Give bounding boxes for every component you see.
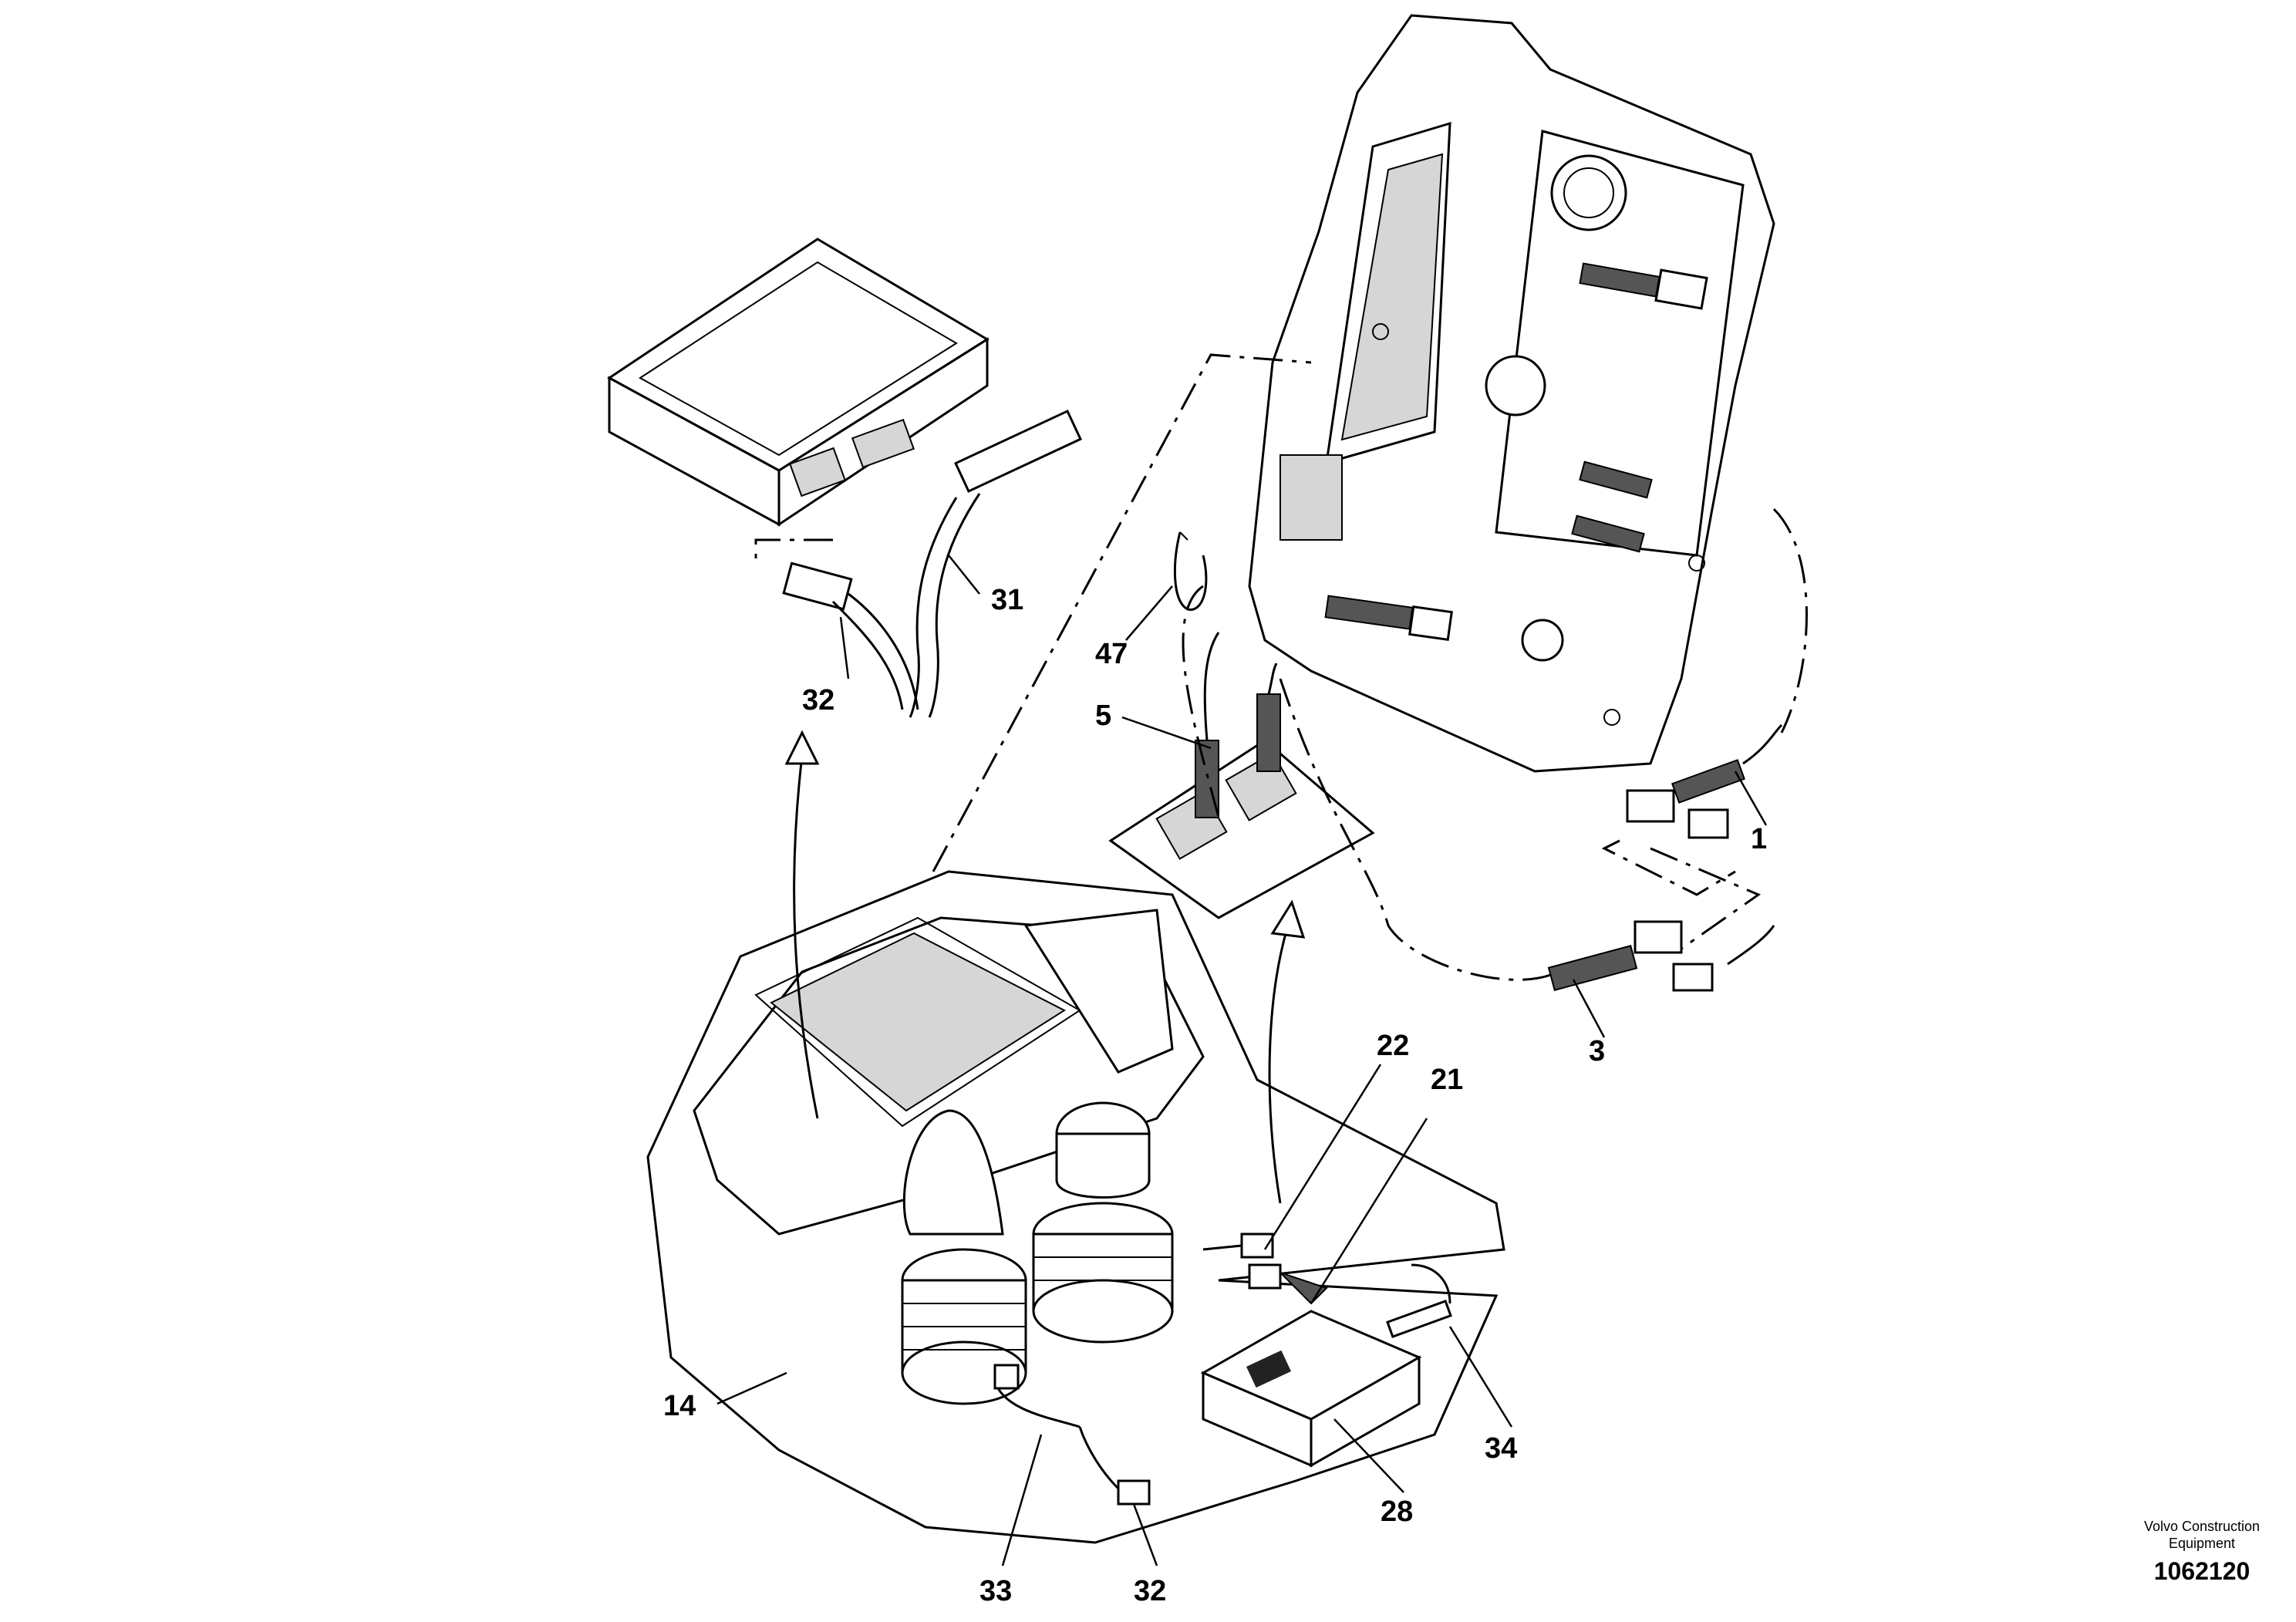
callout-32-upper: 32 [802, 684, 834, 717]
display-monitor-unit [607, 238, 990, 527]
credit-line-2: Equipment [2169, 1536, 2235, 1551]
panel-harness-connector-lower [1324, 595, 1453, 641]
callout-5: 5 [1095, 700, 1111, 732]
callout-28: 28 [1381, 1496, 1413, 1528]
connector-plate-5 [1108, 632, 1375, 919]
callout-32-lower: 32 [1134, 1575, 1166, 1607]
wiring-harness-31 [909, 410, 1082, 718]
callout-33: 33 [979, 1575, 1012, 1607]
callout-3: 3 [1589, 1035, 1605, 1067]
callout-1: 1 [1751, 823, 1767, 855]
routing-lines [754, 353, 1808, 981]
wiring-harness-32-lower [1078, 1426, 1151, 1506]
joystick-left [901, 1109, 1027, 1405]
wiring-harness-33 [993, 1364, 1081, 1428]
document-number: 1062120 [2154, 1557, 2250, 1585]
leader-lines [716, 555, 1768, 1566]
callout-34: 34 [1485, 1432, 1517, 1465]
connector-1 [1626, 723, 1783, 839]
wiring-harness-32-upper [782, 561, 919, 710]
connector-3 [1547, 920, 1775, 992]
callout-22: 22 [1377, 1030, 1409, 1062]
joystick-right [1032, 1101, 1174, 1344]
callout-21: 21 [1431, 1064, 1463, 1096]
callout-14: 14 [663, 1390, 696, 1422]
upward-arrow-left [784, 730, 820, 1119]
callout-47: 47 [1095, 638, 1128, 670]
instrument-panel-housing [1248, 14, 1775, 773]
control-module-28 [1200, 1310, 1422, 1468]
connector-34 [1386, 1263, 1452, 1339]
panel-harness-connector-middle [1571, 460, 1653, 553]
upward-arrow-right [1268, 899, 1306, 1204]
bracket-47 [1174, 531, 1208, 611]
panel-harness-connector-upper [1579, 262, 1708, 310]
credit-line-1: Volvo Construction [2144, 1519, 2260, 1534]
callout-31: 31 [991, 584, 1023, 616]
